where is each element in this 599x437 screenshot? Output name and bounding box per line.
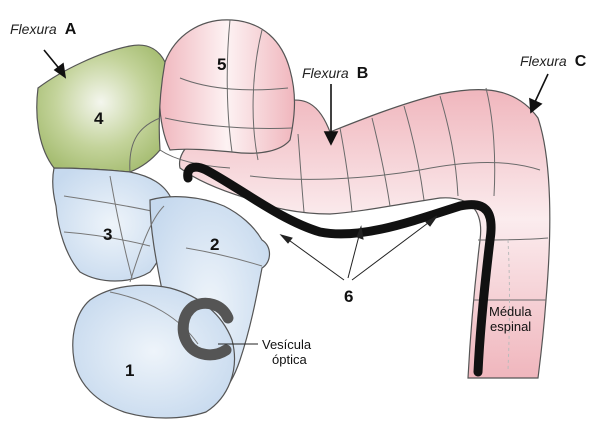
medula-espinal-line1: Médula	[489, 304, 532, 319]
vesicula-optica-line1: Vesícula	[262, 337, 312, 352]
vesicle-3	[52, 167, 173, 282]
number-2: 2	[210, 235, 219, 254]
flexure-a-word: Flexura	[10, 21, 57, 37]
flexure-arrows	[43, 49, 549, 146]
flexure-b-word: Flexura	[302, 65, 349, 81]
neural-tube	[158, 19, 551, 379]
number-3: 3	[103, 225, 112, 244]
number-4: 4	[94, 109, 104, 128]
number-6: 6	[344, 287, 353, 306]
flexure-c-label: Flexura C	[520, 53, 587, 70]
flexure-a-label: Flexura A	[10, 21, 77, 38]
flexure-a-letter: A	[65, 21, 77, 38]
number-1: 1	[125, 361, 134, 380]
label-6-pointers	[279, 215, 438, 281]
flexure-c-letter: C	[575, 53, 587, 70]
medula-espinal-line2: espinal	[490, 319, 531, 334]
optic-vesicle	[177, 297, 234, 361]
vesicula-optica-line2: óptica	[272, 352, 307, 367]
vesicle-1	[72, 284, 236, 419]
spinal-canal	[507, 239, 510, 371]
flexure-b-letter: B	[357, 65, 369, 82]
number-5: 5	[217, 55, 226, 74]
flexure-b-label: Flexura B	[302, 65, 368, 82]
ventricle-line-6	[183, 162, 496, 377]
flexure-c-word: Flexura	[520, 53, 567, 69]
